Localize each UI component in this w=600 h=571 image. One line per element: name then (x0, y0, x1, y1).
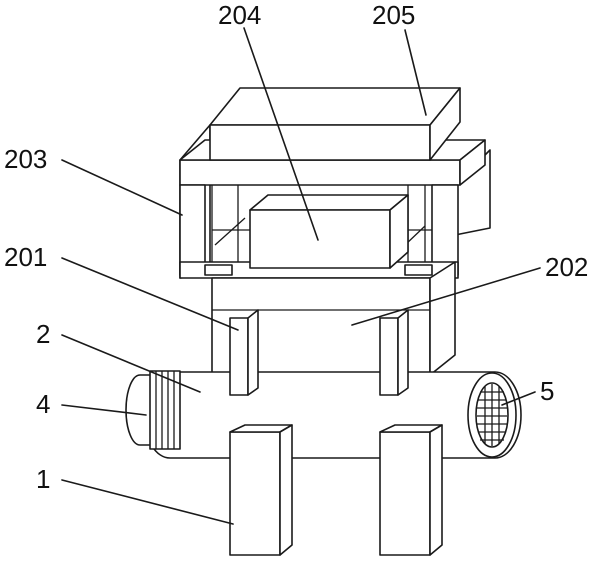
top-plate-205 (209, 87, 461, 161)
label-204: 204 (218, 0, 261, 30)
label-2: 2 (36, 319, 50, 349)
threaded-end-4 (125, 370, 181, 450)
inner-block-204 (249, 194, 409, 269)
connectors-201 (229, 309, 409, 396)
support-legs-1 (229, 424, 443, 556)
label-201: 201 (4, 242, 47, 272)
label-203: 203 (4, 144, 47, 174)
label-4: 4 (36, 389, 50, 419)
middle-body-202 (211, 261, 456, 376)
label-5: 5 (540, 376, 554, 406)
leader-lines (61, 27, 541, 525)
label-1: 1 (36, 464, 50, 494)
main-pipe-2 (143, 371, 522, 459)
label-202: 202 (545, 252, 588, 282)
label-205: 205 (372, 0, 415, 30)
filter-screen-5 (477, 384, 507, 446)
